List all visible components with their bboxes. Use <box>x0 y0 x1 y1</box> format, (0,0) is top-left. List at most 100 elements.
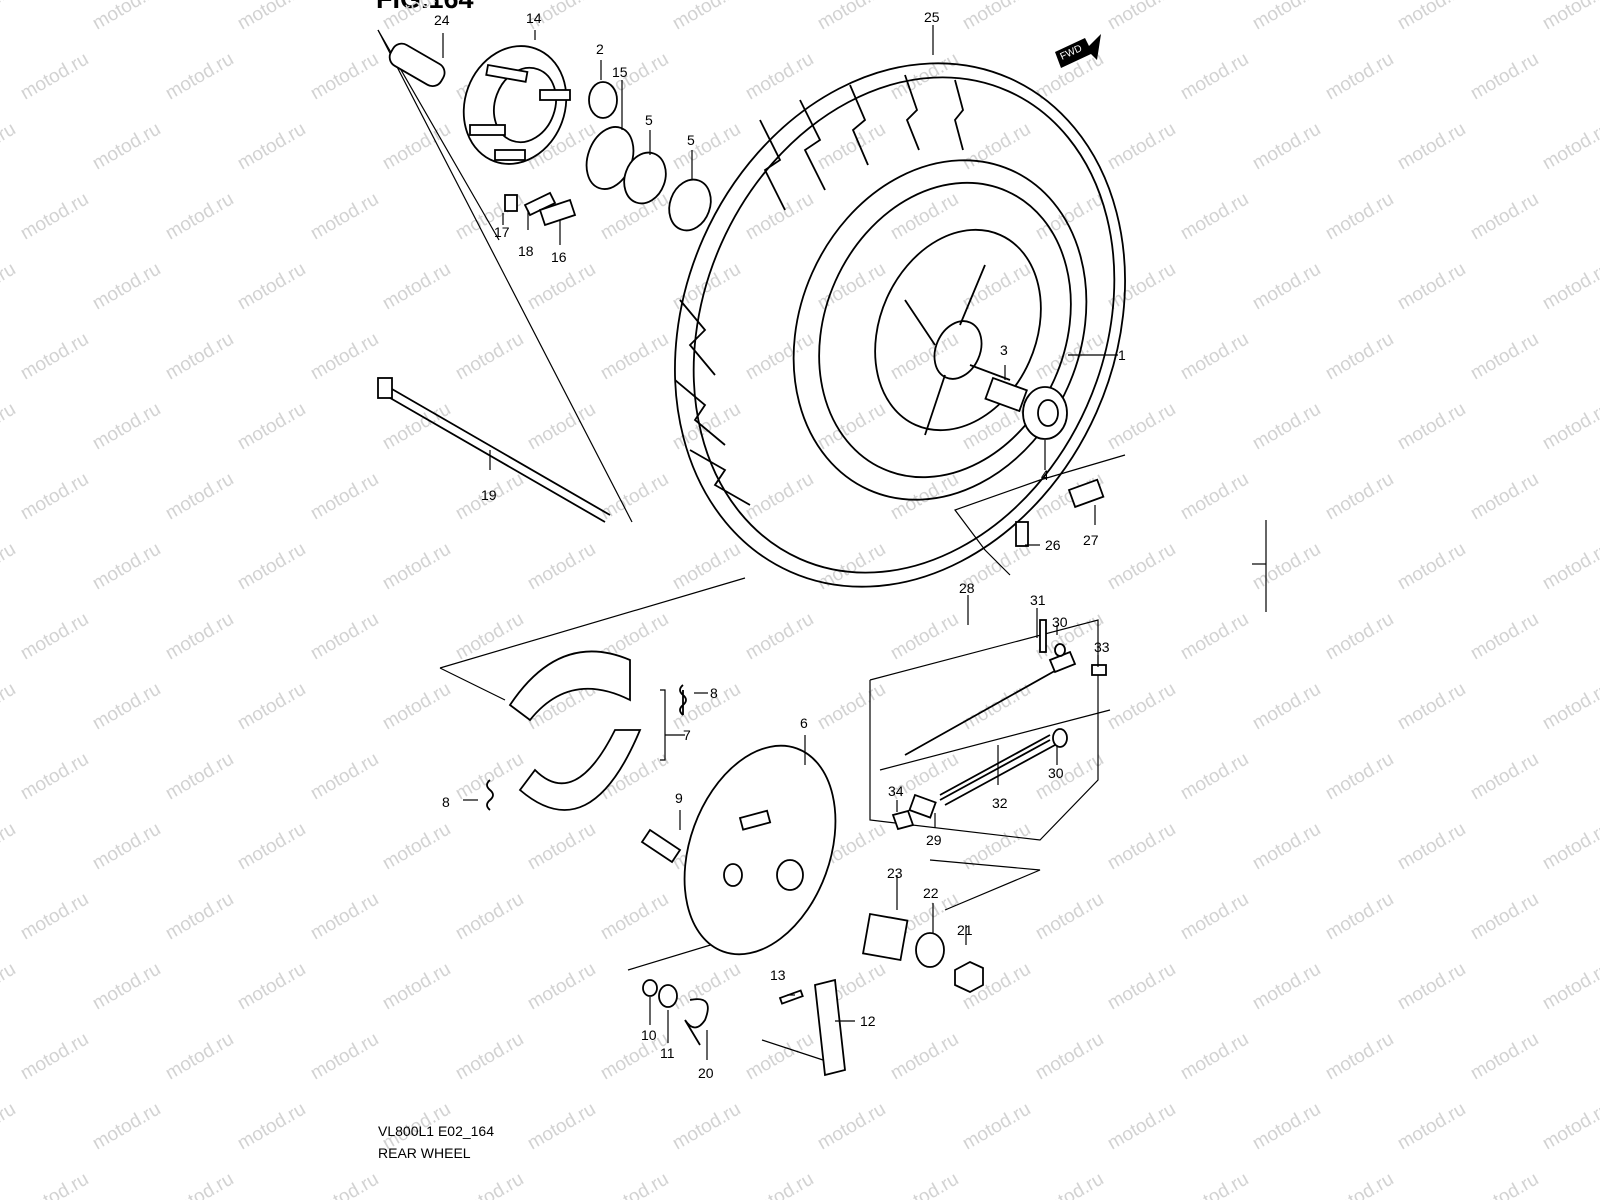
callout-32: 32 <box>992 795 1008 811</box>
watermark-text: motod.ru <box>0 119 19 175</box>
callout-22: 22 <box>923 885 939 901</box>
watermark-text: motod.ru <box>1104 679 1179 735</box>
callout-25: 25 <box>924 9 940 25</box>
watermark-text: motod.ru <box>234 1099 309 1155</box>
callout-18: 18 <box>518 243 534 259</box>
watermark-text: motod.ru <box>307 1169 382 1200</box>
fwd-badge: FWD <box>1055 34 1101 68</box>
watermark-text: motod.ru <box>1032 1029 1107 1085</box>
watermark-text: motod.ru <box>0 1099 19 1155</box>
watermark-text: motod.ru <box>1104 959 1179 1015</box>
callout-20: 20 <box>698 1065 714 1081</box>
watermark-text: motod.ru <box>1322 189 1397 245</box>
lower-parts <box>642 912 984 1077</box>
watermark-text: motod.ru <box>742 49 817 105</box>
watermark-text: motod.ru <box>1467 189 1542 245</box>
watermark-text: motod.ru <box>1322 889 1397 945</box>
watermark-text: motod.ru <box>524 259 599 315</box>
watermark-text: motod.ru <box>1249 539 1324 595</box>
watermark-text: motod.ru <box>162 749 237 805</box>
watermark-text: motod.ru <box>452 609 527 665</box>
torque-rod-assembly <box>891 619 1107 831</box>
watermark-text: motod.ru <box>669 959 744 1015</box>
watermark-text: motod.ru <box>1322 749 1397 805</box>
watermark-text: motod.ru <box>1539 1099 1600 1155</box>
watermark-text: motod.ru <box>379 959 454 1015</box>
watermark-text: motod.ru <box>1177 609 1252 665</box>
watermark-text: motod.ru <box>597 329 672 385</box>
watermark-text: motod.ru <box>1322 609 1397 665</box>
diagram-title: REAR WHEEL <box>378 1145 471 1161</box>
watermark-text: motod.ru <box>1322 1029 1397 1085</box>
watermark-text: motod.ru <box>0 399 19 455</box>
callout-21: 21 <box>957 922 973 938</box>
watermark-text: motod.ru <box>1104 539 1179 595</box>
watermark-text: motod.ru <box>1104 1099 1179 1155</box>
watermark-text: motod.ru <box>162 329 237 385</box>
watermark-text: motod.ru <box>669 539 744 595</box>
watermark-text: motod.ru <box>1032 329 1107 385</box>
watermark-text: motod.ru <box>1177 889 1252 945</box>
callout-27: 27 <box>1083 532 1099 548</box>
callout-26: 26 <box>1045 537 1061 553</box>
group-outlines <box>377 29 1267 1061</box>
watermark-text: motod.ru <box>234 0 309 34</box>
watermark-text: motod.ru <box>887 49 962 105</box>
watermark-text: motod.ru <box>1032 1169 1107 1200</box>
watermark-text: motod.ru <box>89 1099 164 1155</box>
callout-4: 4 <box>1041 467 1049 483</box>
callout-2: 2 <box>596 41 604 57</box>
watermark-text: motod.ru <box>0 959 19 1015</box>
callout-7: 7 <box>683 727 691 743</box>
watermark-text: motod.ru <box>89 259 164 315</box>
watermark-text: motod.ru <box>452 749 527 805</box>
watermark-text: motod.ru <box>1104 0 1179 34</box>
watermark-text: motod.ru <box>162 49 237 105</box>
watermark-text: motod.ru <box>742 189 817 245</box>
damper-24 <box>388 42 446 88</box>
callout-labels: 1 2 3 4 5 5 6 7 8 8 9 10 11 12 13 14 15 … <box>434 9 1126 1081</box>
hub-assembly <box>462 45 571 165</box>
watermark-text: motod.ru <box>524 399 599 455</box>
watermark-text: motod.ru <box>234 959 309 1015</box>
wheel-rim <box>792 159 1088 501</box>
watermark-text: motod.ru <box>742 1029 817 1085</box>
watermark-text: motod.ru <box>1177 469 1252 525</box>
watermark-text: motod.ru <box>162 1029 237 1085</box>
watermark-text: motod.ru <box>887 189 962 245</box>
diagram-code: VL800L1 E02_164 <box>378 1123 494 1139</box>
watermark-text: motod.ru <box>814 259 889 315</box>
watermark-text: motod.ru <box>814 119 889 175</box>
watermark-text: motod.ru <box>162 189 237 245</box>
figure-heading: FIG.164 <box>376 0 474 15</box>
watermark-text: motod.ru <box>959 119 1034 175</box>
callout-16: 16 <box>551 249 567 265</box>
watermark-text: motod.ru <box>452 329 527 385</box>
watermark-text: motod.ru <box>89 0 164 34</box>
small-parts-top <box>504 81 712 232</box>
watermark-text: motod.ru <box>1322 329 1397 385</box>
watermark-text: motod.ru <box>1249 399 1324 455</box>
watermark-text: motod.ru <box>887 609 962 665</box>
watermark-text: motod.ru <box>452 1029 527 1085</box>
watermark-text: motod.ru <box>17 189 92 245</box>
watermark-text: motod.ru <box>1322 1169 1397 1200</box>
watermark-text: motod.ru <box>887 1169 962 1200</box>
callout-5b: 5 <box>687 132 695 148</box>
watermark-text: motod.ru <box>17 469 92 525</box>
watermark-text: motod.ru <box>1467 889 1542 945</box>
watermark-text: motod.ru <box>1322 469 1397 525</box>
rear-tire <box>674 62 1126 588</box>
watermark-text: motod.ru <box>1322 49 1397 105</box>
watermark-text: motod.ru <box>959 0 1034 34</box>
watermark-text: motod.ru <box>1249 819 1324 875</box>
watermark-text: motod.ru <box>162 889 237 945</box>
brake-panel <box>640 744 837 956</box>
watermark-text: motod.ru <box>1539 959 1600 1015</box>
watermark-text: motod.ru <box>307 189 382 245</box>
watermark-text: motod.ru <box>1467 49 1542 105</box>
watermark-text: motod.ru <box>1104 119 1179 175</box>
watermark-text: motod.ru <box>1394 399 1469 455</box>
watermark-text: motod.ru <box>0 679 19 735</box>
